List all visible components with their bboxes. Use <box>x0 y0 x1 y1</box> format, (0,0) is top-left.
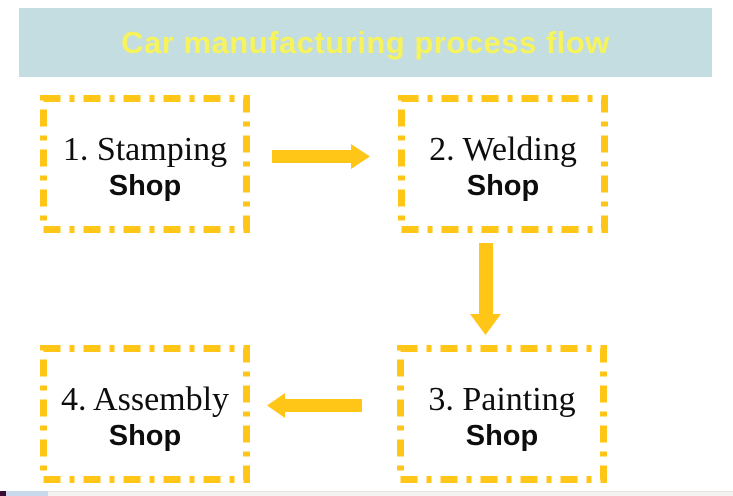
step-type: Shop <box>466 169 540 202</box>
step-name: 1. Stamping <box>62 131 228 169</box>
dashed-border <box>40 345 250 483</box>
dashed-border <box>40 95 250 233</box>
slide-title: Car manufacturing process flow <box>121 24 610 60</box>
process-box-label: 2. Welding Shop <box>398 95 608 233</box>
horizontal-scrollbar <box>0 491 733 496</box>
process-box-painting: 3. Painting Shop <box>397 345 607 483</box>
process-box-label: 3. Painting Shop <box>397 345 607 483</box>
step-name: 4. Assembly <box>60 381 230 419</box>
process-box-welding: 2. Welding Shop <box>398 95 608 233</box>
step-type: Shop <box>108 419 182 452</box>
dashed-border <box>397 345 607 483</box>
arrow-stamping-to-welding-icon <box>272 144 370 169</box>
step-type: Shop <box>108 169 182 202</box>
slide-title-banner: Car manufacturing process flow <box>19 8 712 77</box>
process-box-assembly: 4. Assembly Shop <box>40 345 250 483</box>
arrow-painting-to-assembly-icon <box>267 393 362 418</box>
arrow-welding-to-painting-icon <box>470 243 501 335</box>
horizontal-scrollbar-track[interactable] <box>0 491 733 496</box>
process-box-stamping: 1. Stamping Shop <box>40 95 250 233</box>
step-name: 2. Welding <box>429 131 577 169</box>
step-name: 3. Painting <box>428 381 576 419</box>
process-box-label: 4. Assembly Shop <box>40 345 250 483</box>
step-type: Shop <box>465 419 539 452</box>
window-corner-mark <box>0 491 6 496</box>
dashed-border <box>398 95 608 233</box>
horizontal-scrollbar-thumb[interactable] <box>6 491 48 496</box>
process-box-label: 1. Stamping Shop <box>40 95 250 233</box>
